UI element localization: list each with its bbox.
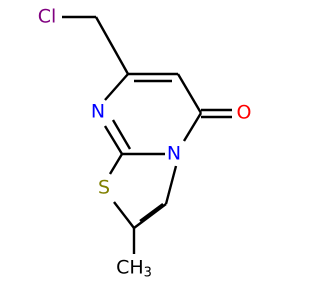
oxygen-label: O: [237, 102, 252, 124]
sulfur-label: S: [98, 177, 110, 199]
chlorine-label: Cl: [38, 6, 57, 28]
bond-c8a-n8-double: [111, 119, 132, 150]
atom-labels: Cl N N O S CH3: [38, 6, 252, 281]
bond-ch2-c7: [94, 16, 130, 75]
bond-lines: [62, 15, 232, 254]
bond-c8a-s: [108, 153, 124, 175]
nitrogen-bridge-label: N: [167, 143, 181, 165]
bond-c8a-n8: [103, 125, 124, 155]
bond-c5-n4: [182, 112, 203, 142]
nitrogen-top-label: N: [91, 101, 105, 123]
bond-c2-c3-double: [139, 203, 164, 222]
bond-c2-c3: [133, 203, 167, 229]
molecule-structure: Cl N N O S CH3: [38, 6, 252, 281]
bond-c6-c5: [176, 73, 203, 114]
bond-n8-c7: [104, 73, 129, 101]
methyl-ch-label: CH: [116, 257, 144, 279]
bond-c3-n4: [164, 165, 178, 205]
bond-s-c2: [113, 201, 135, 229]
methyl-subscript: 3: [144, 266, 152, 281]
methyl-label: CH3: [116, 257, 152, 281]
